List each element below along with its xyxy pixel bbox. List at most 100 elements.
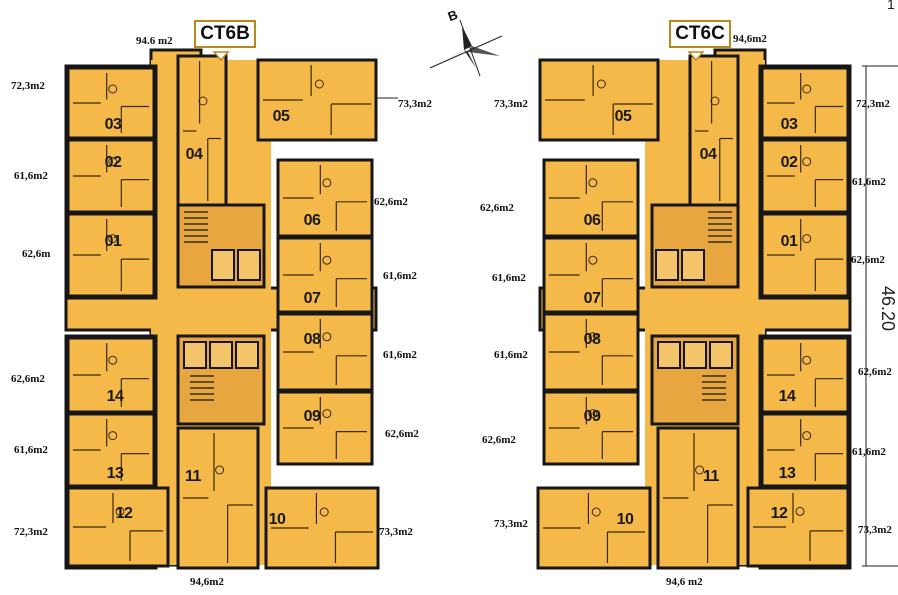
- compass-rose-icon: [468, 46, 500, 56]
- elevator-shaft: [211, 249, 235, 281]
- door-swing: [588, 409, 598, 419]
- compass-axis: [429, 35, 503, 69]
- apartment-unit: [66, 212, 156, 298]
- door-swing: [108, 84, 118, 94]
- area-label-top: 94,6m2: [733, 33, 767, 45]
- door-swing: [108, 431, 118, 441]
- elevator-shaft: [709, 341, 733, 369]
- area-label-unit-14: 62,6m2: [858, 366, 892, 378]
- area-label-unit-10: 73,3m2: [494, 518, 528, 530]
- unit-number: 07: [303, 290, 321, 307]
- unit-number: 06: [583, 212, 601, 229]
- unit-number: 07: [583, 290, 601, 307]
- elevator-shaft: [681, 249, 705, 281]
- door-swing: [802, 431, 812, 441]
- area-label-unit-13: 61,6m2: [852, 446, 886, 458]
- unit-number: 13: [778, 465, 796, 482]
- door-swing: [319, 507, 329, 517]
- unit-number: 04: [185, 146, 203, 163]
- tower-label-ct6b: CT6B: [194, 20, 256, 48]
- area-label-unit-02: 61,6m2: [14, 170, 48, 182]
- unit-number: 06: [303, 212, 321, 229]
- unit-number: 13: [106, 465, 124, 482]
- unit-number: 10: [268, 511, 286, 528]
- unit-number: 09: [583, 408, 601, 425]
- unit-number: 05: [614, 108, 632, 125]
- area-label-unit-09: 62,6m2: [482, 434, 516, 446]
- compass-axis: [459, 19, 481, 77]
- door-swing: [802, 84, 812, 94]
- door-swing: [588, 255, 598, 265]
- entrance-arrow-icon: [212, 51, 230, 62]
- area-label-unit-03: 72,3m2: [11, 80, 45, 92]
- door-swing: [588, 178, 598, 188]
- door-swing: [322, 178, 332, 188]
- door-swing: [115, 506, 125, 516]
- door-swing: [802, 157, 812, 167]
- unit-number: 10: [616, 511, 634, 528]
- door-swing: [802, 234, 812, 244]
- door-swing: [108, 234, 118, 244]
- unit-number: 03: [780, 116, 798, 133]
- elevator-shaft: [655, 249, 679, 281]
- building-dimension-label: 46.20: [878, 286, 898, 332]
- area-label-unit-01: 62,6m2: [851, 254, 885, 266]
- door-swing: [108, 157, 118, 167]
- door-swing: [591, 507, 601, 517]
- area-label-unit-13: 61,6m2: [14, 444, 48, 456]
- unit-number: 12: [770, 505, 788, 522]
- door-swing: [322, 409, 332, 419]
- door-swing: [795, 506, 805, 516]
- unit-number: 12: [115, 505, 133, 522]
- elevator-shaft: [683, 341, 707, 369]
- elevator-shaft: [237, 249, 261, 281]
- area-label-unit-03: 72,3m2: [856, 98, 890, 110]
- door-swing: [802, 355, 812, 365]
- elevator-shaft: [657, 341, 681, 369]
- unit-number: 14: [778, 388, 796, 405]
- unit-number: 03: [104, 116, 122, 133]
- area-label-top: 94.6 m2: [136, 35, 173, 47]
- area-label-unit-07: 61,6m2: [383, 270, 417, 282]
- tower-label-ct6c: CT6C: [669, 20, 731, 48]
- door-swing: [322, 255, 332, 265]
- area-label-unit-05: 73,3m2: [398, 98, 432, 110]
- apartment-unit: [264, 486, 380, 570]
- unit-number: 08: [303, 331, 321, 348]
- area-label-unit-10: 73,3m2: [379, 526, 413, 538]
- area-label-unit-12: 72,3m2: [14, 526, 48, 538]
- unit-number: 02: [104, 154, 122, 171]
- area-label-unit-14: 62,6m2: [11, 373, 45, 385]
- door-swing: [588, 332, 598, 342]
- unit-number: 04: [699, 146, 717, 163]
- door-swing: [108, 355, 118, 365]
- door-swing: [215, 465, 225, 475]
- area-label-unit-05: 73,3m2: [494, 98, 528, 110]
- unit-number: 08: [583, 331, 601, 348]
- door-swing: [198, 96, 208, 106]
- area-label-bottom: 94,6m2: [190, 576, 224, 588]
- area-label-unit-08: 61,6m2: [494, 349, 528, 361]
- unit-number: 02: [780, 154, 798, 171]
- area-label-bottom: 94,6 m2: [666, 576, 703, 588]
- door-swing: [322, 332, 332, 342]
- elevator-shaft: [209, 341, 233, 369]
- unit-number: 11: [703, 468, 719, 485]
- unit-number: 01: [780, 233, 798, 250]
- elevator-shaft: [235, 341, 259, 369]
- unit-number: 01: [104, 233, 122, 250]
- area-label-unit-01: 62,6m: [22, 248, 51, 260]
- dimension-corner-mark: 1: [887, 0, 895, 12]
- unit-number: 05: [272, 108, 290, 125]
- unit-number: 14: [106, 388, 124, 405]
- apartment-unit: [276, 390, 374, 466]
- area-label-unit-08: 61,6m2: [383, 349, 417, 361]
- door-swing: [314, 79, 324, 89]
- elevator-shaft: [183, 341, 207, 369]
- apartment-unit: [542, 312, 640, 392]
- area-label-unit-06: 62,6m2: [480, 202, 514, 214]
- unit-number: 09: [303, 408, 321, 425]
- area-label-unit-07: 61,6m2: [492, 272, 526, 284]
